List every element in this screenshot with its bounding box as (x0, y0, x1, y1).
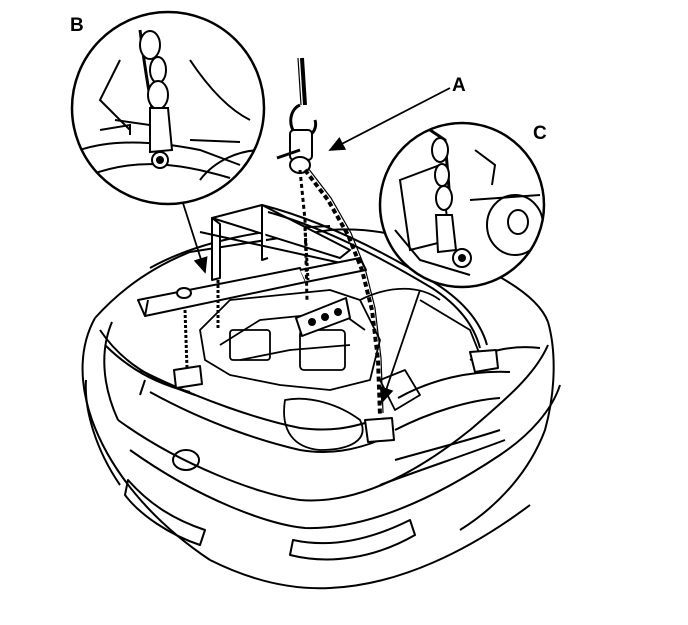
arrow-b (182, 200, 208, 274)
lifting-frame (138, 205, 498, 442)
arrow-a (328, 88, 450, 151)
callout-label-a: A (452, 75, 466, 96)
detail-view-b (72, 12, 264, 204)
callout-label-b: B (70, 15, 84, 36)
hoist-chain (277, 58, 383, 415)
leader-lines (182, 88, 450, 404)
arrow-c (379, 290, 420, 404)
callout-label-c: C (533, 123, 547, 144)
engine-block (200, 289, 480, 450)
car-body (83, 226, 560, 588)
detail-view-c (380, 123, 544, 287)
